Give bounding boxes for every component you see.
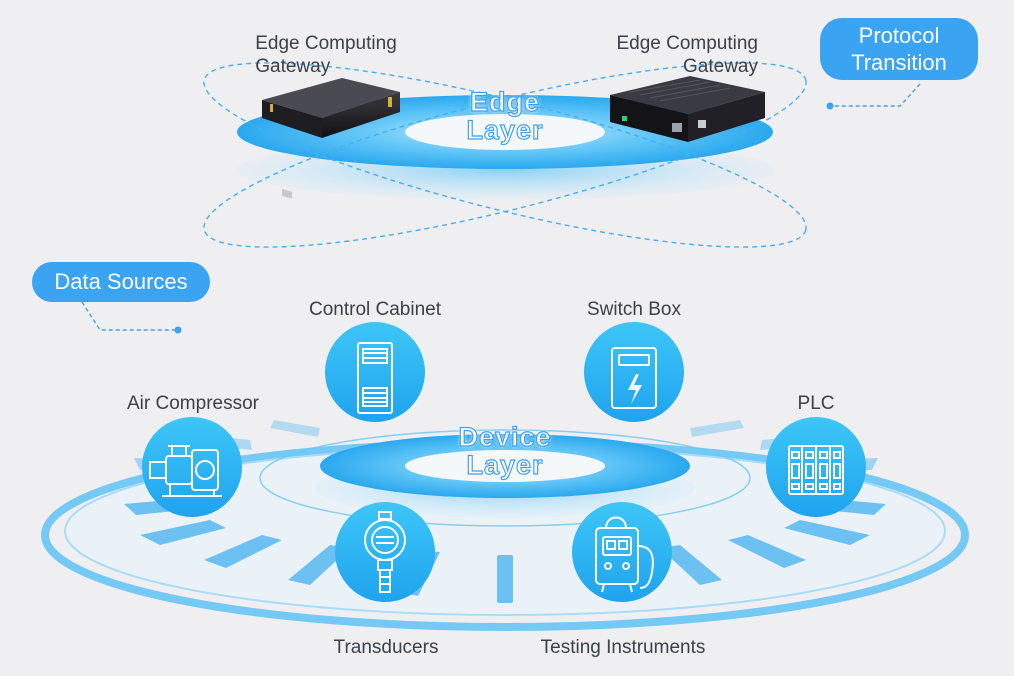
switch-box-node xyxy=(584,322,684,422)
testing-instruments-node xyxy=(572,502,672,602)
plc-node xyxy=(766,417,866,517)
device-layer-title: Device Layer xyxy=(458,422,552,480)
sensor-icon xyxy=(364,511,406,593)
air-compressor-node xyxy=(142,417,242,517)
transducers-label: Transducers xyxy=(333,637,439,658)
meter-icon xyxy=(595,516,654,593)
switch-box-label: Switch Box xyxy=(587,299,681,320)
data-beams xyxy=(467,0,541,430)
gateway-left-line1: Edge Computing xyxy=(255,33,397,54)
gateway-right-line1: Edge Computing xyxy=(616,33,758,54)
edge-layer-title-line1: Edge xyxy=(469,87,540,117)
edge-gateway-right-device xyxy=(610,76,765,142)
testing-instruments-label: Testing Instruments xyxy=(540,637,706,658)
edge-layer-title: Edge Layer xyxy=(466,87,544,145)
compressor-icon xyxy=(149,445,222,497)
gateway-left-line2: Gateway xyxy=(255,56,331,77)
data-sources-callout: Data Sources xyxy=(32,262,210,302)
cabinet-icon xyxy=(357,342,393,414)
control-cabinet-label: Control Cabinet xyxy=(308,299,442,320)
lightning-box-icon xyxy=(611,347,657,409)
edge-gateway-left-device xyxy=(262,78,400,199)
gateway-right-line2: Gateway xyxy=(683,56,758,77)
gateway-right-label: Edge Computing Gateway xyxy=(600,32,758,78)
transducers-node xyxy=(335,502,435,602)
device-layer-title-line1: Device xyxy=(458,422,552,452)
device-layer-title-line2: Layer xyxy=(466,450,544,480)
edge-layer-title-line2: Layer xyxy=(466,115,544,145)
plc-label: PLC xyxy=(797,393,835,414)
plc-modules-icon xyxy=(788,445,844,495)
air-compressor-label: Air Compressor xyxy=(127,393,259,414)
protocol-transition-line1: Protocol xyxy=(858,23,940,48)
protocol-transition-line2: Transition xyxy=(851,50,947,75)
gateway-left-label: Edge Computing Gateway xyxy=(255,32,397,78)
control-cabinet-node xyxy=(325,322,425,422)
protocol-leader-line xyxy=(826,83,921,110)
protocol-transition-callout: Protocol Transition xyxy=(820,18,978,80)
orbit-lines xyxy=(203,62,807,248)
data-sources-leader-line xyxy=(81,301,182,334)
